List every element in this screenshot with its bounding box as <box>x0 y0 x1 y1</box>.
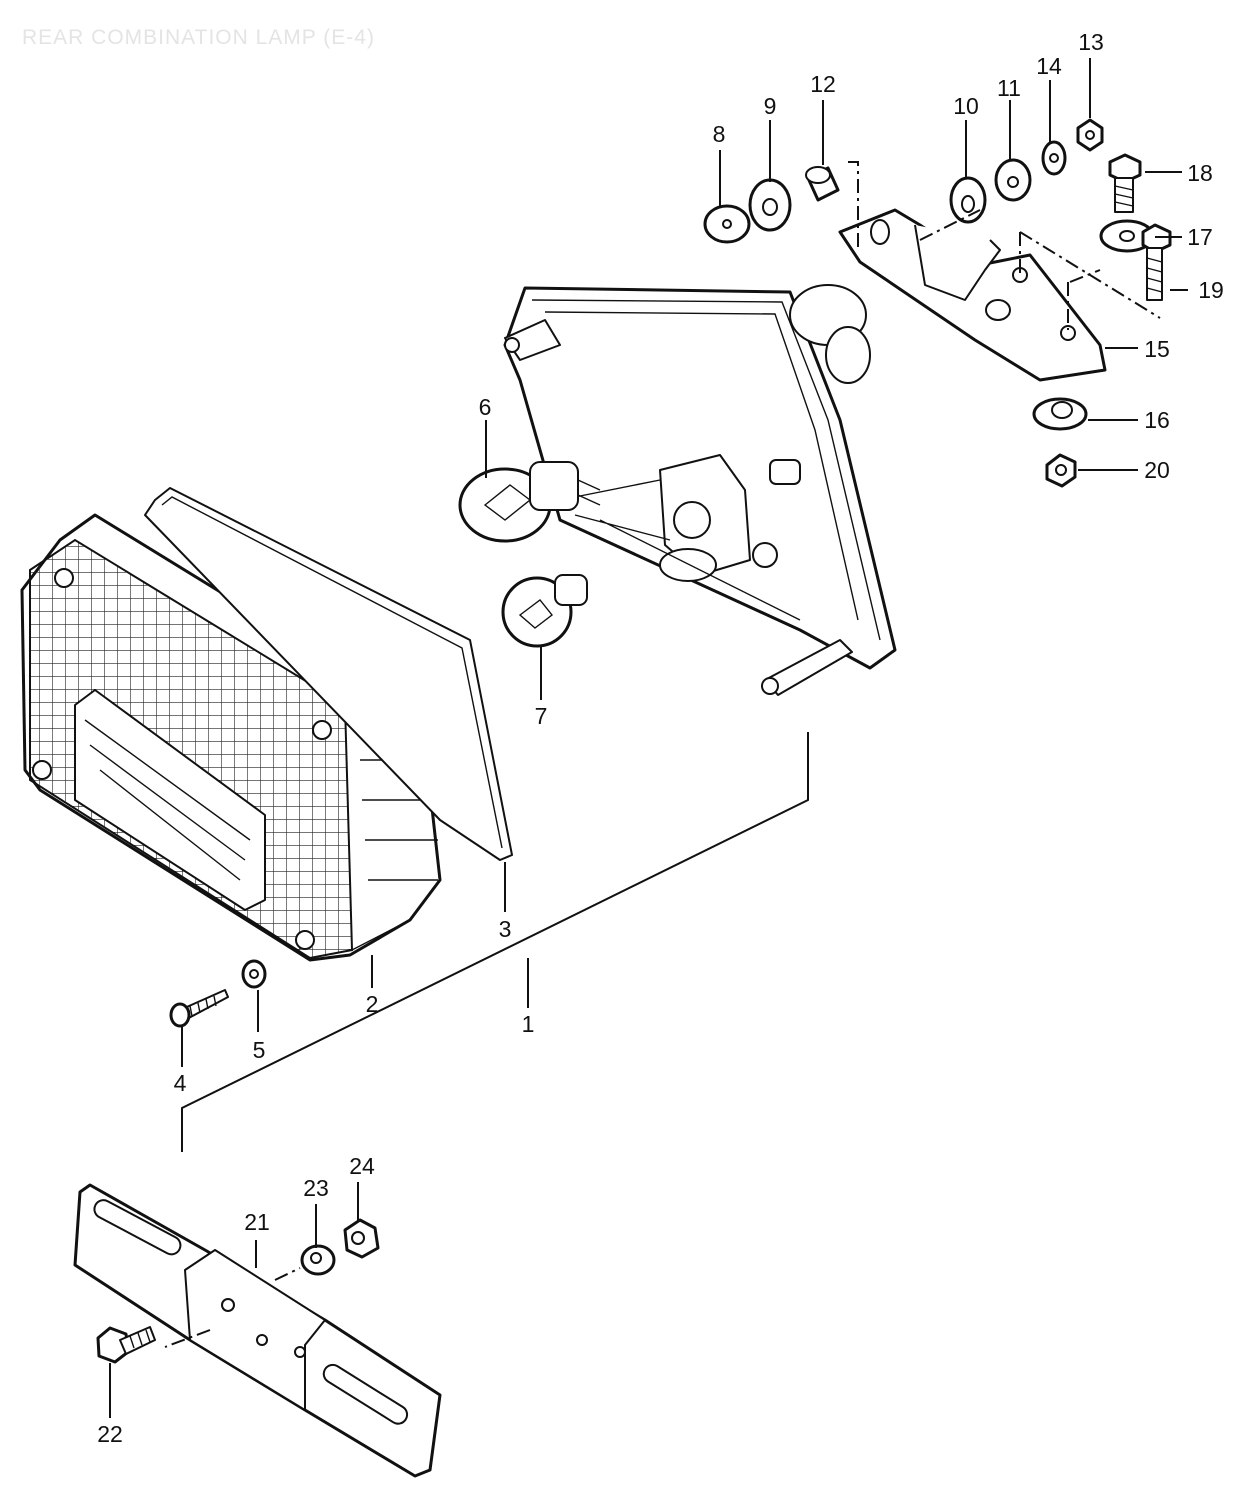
nut-20 <box>1045 453 1077 488</box>
washer-11 <box>994 158 1032 202</box>
callout-19: 19 <box>1198 277 1224 303</box>
assembly-lines <box>164 161 1161 1348</box>
screw-4 <box>169 989 229 1028</box>
bolt-18 <box>1108 153 1142 213</box>
washer-10 <box>949 176 987 224</box>
callout-12: 12 <box>810 71 836 97</box>
spacer-12 <box>805 166 840 202</box>
callout-24: 24 <box>349 1153 375 1179</box>
callout-labels: 1 2 3 4 5 6 7 8 9 10 11 12 13 14 15 16 1… <box>97 29 1224 1447</box>
callout-5: 5 <box>253 1037 266 1063</box>
callout-9: 9 <box>764 93 777 119</box>
washer-23 <box>300 1244 336 1276</box>
callout-6: 6 <box>479 394 492 420</box>
washer-9 <box>748 178 792 232</box>
callout-22: 22 <box>97 1421 123 1447</box>
callout-4: 4 <box>174 1070 187 1096</box>
nut-13 <box>1076 118 1104 152</box>
callout-16: 16 <box>1144 407 1170 433</box>
lamp-housing <box>503 284 897 696</box>
callout-7: 7 <box>535 703 548 729</box>
callout-8: 8 <box>713 121 726 147</box>
callout-10: 10 <box>953 93 979 119</box>
bolt-22 <box>96 1326 156 1364</box>
callout-15: 15 <box>1144 336 1170 362</box>
callout-23: 23 <box>303 1175 329 1201</box>
callout-3: 3 <box>499 916 512 942</box>
callout-21: 21 <box>244 1209 270 1235</box>
washer-8 <box>703 204 751 244</box>
callout-11: 11 <box>997 75 1021 101</box>
license-bracket-21 <box>73 1183 442 1478</box>
washer-14 <box>1041 140 1067 176</box>
washer-17 <box>1099 219 1155 253</box>
leader-lines <box>109 58 1188 1418</box>
nut-24 <box>343 1218 380 1259</box>
callout-17: 17 <box>1187 224 1213 250</box>
bulb-7 <box>501 574 588 648</box>
callout-20: 20 <box>1144 457 1170 483</box>
bolt-19 <box>1141 223 1172 301</box>
callout-14: 14 <box>1036 53 1062 79</box>
bracket-15 <box>838 208 1107 382</box>
diagram-title: REAR COMBINATION LAMP (E-4) <box>22 26 375 49</box>
flange-nut-16 <box>1032 397 1088 431</box>
callout-1: 1 <box>522 1011 535 1037</box>
washer-5 <box>241 959 267 989</box>
callout-18: 18 <box>1187 160 1213 186</box>
callout-2: 2 <box>366 991 379 1017</box>
lens-gasket <box>144 487 513 861</box>
callout-13: 13 <box>1078 29 1104 55</box>
bulb-6 <box>458 461 601 543</box>
